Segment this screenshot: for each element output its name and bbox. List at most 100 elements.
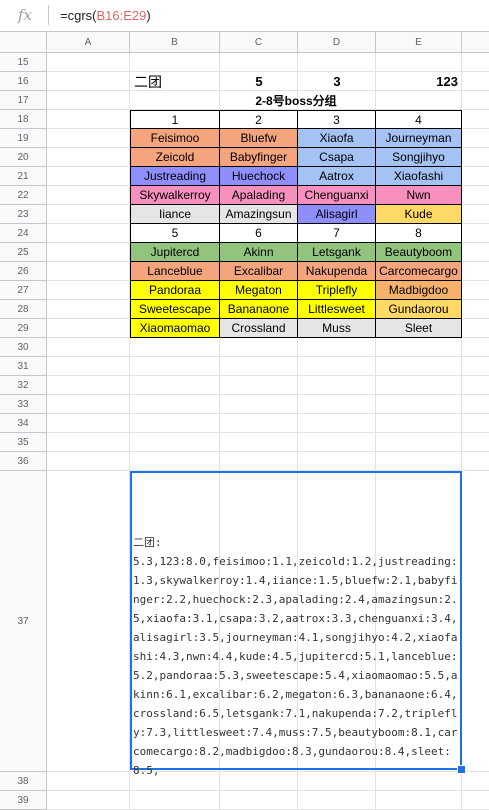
group-table-cell[interactable]: Triplefly xyxy=(298,281,376,300)
row-header-29[interactable]: 29 xyxy=(0,319,47,338)
select-all-corner[interactable] xyxy=(0,32,47,53)
group-table-cell[interactable]: Akinn xyxy=(220,243,298,262)
row-header-39[interactable]: 39 xyxy=(0,791,47,810)
formula-input[interactable]: =cgrs(B16:E29) xyxy=(60,8,151,23)
group-table-cell[interactable]: Crossland xyxy=(220,319,298,338)
group-table-cell[interactable]: 7 xyxy=(298,224,376,243)
selected-cell-b37[interactable] xyxy=(130,471,462,770)
group-table-cell[interactable]: 8 xyxy=(376,224,462,243)
row-header-22[interactable]: 22 xyxy=(0,186,47,205)
column-header-e[interactable]: E xyxy=(376,32,462,53)
row-header-19[interactable]: 19 xyxy=(0,129,47,148)
row-header-36[interactable]: 36 xyxy=(0,452,47,471)
group-table-cell[interactable]: Zeicold xyxy=(130,148,220,167)
group-table-cell[interactable]: Iiance xyxy=(130,205,220,224)
group-table-cell[interactable]: Gundaorou xyxy=(376,300,462,319)
group-table-cell[interactable]: Journeyman xyxy=(376,129,462,148)
group-table-cell[interactable]: 6 xyxy=(220,224,298,243)
group-table-cell[interactable]: 5 xyxy=(130,224,220,243)
row-header-35[interactable]: 35 xyxy=(0,433,47,452)
group-table-cell[interactable]: Sleet xyxy=(376,319,462,338)
group-table-cell[interactable]: 3 xyxy=(298,110,376,129)
gridline xyxy=(297,53,298,810)
gridline xyxy=(47,470,489,471)
group-table-cell[interactable]: 4 xyxy=(376,110,462,129)
group-table-cell[interactable]: Megaton xyxy=(220,281,298,300)
gridline xyxy=(47,394,489,395)
group-table-cell[interactable]: Amazingsun xyxy=(220,205,298,224)
group-table-cell[interactable]: Nakupenda xyxy=(298,262,376,281)
group-table-cell[interactable]: Justreading xyxy=(130,167,220,186)
row-header-32[interactable]: 32 xyxy=(0,376,47,395)
row-header-17[interactable]: 17 xyxy=(0,91,47,110)
boss-group-title[interactable]: 2-8号boss分组 xyxy=(255,94,337,108)
group-table-cell[interactable]: Kude xyxy=(376,205,462,224)
gridline xyxy=(47,790,489,791)
group-table-cell[interactable]: Alisagirl xyxy=(298,205,376,224)
row-header-31[interactable]: 31 xyxy=(0,357,47,376)
group-table-cell[interactable]: Csapa xyxy=(298,148,376,167)
row-header-26[interactable]: 26 xyxy=(0,262,47,281)
cell-b16[interactable]: 二团 xyxy=(134,74,162,90)
row-header-30[interactable]: 30 xyxy=(0,338,47,357)
column-header-b[interactable]: B xyxy=(130,32,220,53)
cell-e16[interactable]: 123 xyxy=(436,74,458,89)
row-header-34[interactable]: 34 xyxy=(0,414,47,433)
group-table-cell[interactable]: Muss xyxy=(298,319,376,338)
column-header-f[interactable] xyxy=(462,32,489,53)
gridline xyxy=(47,71,489,72)
group-table-cell[interactable]: Sweetescape xyxy=(130,300,220,319)
gridline xyxy=(129,53,130,810)
row-header-37[interactable]: 37 xyxy=(0,471,47,772)
group-table-cell[interactable]: Lanceblue xyxy=(130,262,220,281)
column-header-a[interactable]: A xyxy=(47,32,130,53)
group-table-cell[interactable]: Aatrox xyxy=(298,167,376,186)
row-header-23[interactable]: 23 xyxy=(0,205,47,224)
formula-prefix: =cgrs( xyxy=(60,8,97,23)
row-header-21[interactable]: 21 xyxy=(0,167,47,186)
cell-c16[interactable]: 5 xyxy=(255,74,263,89)
group-table-cell[interactable]: Bananaone xyxy=(220,300,298,319)
column-header-c[interactable]: C xyxy=(220,32,298,53)
row-header-33[interactable]: 33 xyxy=(0,395,47,414)
group-table-cell[interactable]: Beautyboom xyxy=(376,243,462,262)
group-table-cell[interactable]: Nwn xyxy=(376,186,462,205)
row-header-16[interactable]: 16 xyxy=(0,72,47,91)
group-table-cell[interactable]: Xiaofashi xyxy=(376,167,462,186)
group-table-cell[interactable]: 1 xyxy=(130,110,220,129)
group-table-cell[interactable]: Jupitercd xyxy=(130,243,220,262)
group-table-cell[interactable]: Carcomecargo xyxy=(376,262,462,281)
group-table-cell[interactable]: Feisimoo xyxy=(130,129,220,148)
group-table-cell[interactable]: Skywalkerroy xyxy=(130,186,220,205)
row-header-27[interactable]: 27 xyxy=(0,281,47,300)
group-table-cell[interactable]: Bluefw xyxy=(220,129,298,148)
group-table-cell[interactable]: Songjihyo xyxy=(376,148,462,167)
gridline xyxy=(47,432,489,433)
group-table-cell[interactable]: Pandoraa xyxy=(130,281,220,300)
cell-d16[interactable]: 3 xyxy=(333,74,341,89)
row-header-15[interactable]: 15 xyxy=(0,53,47,72)
column-header-d[interactable]: D xyxy=(298,32,376,53)
group-table-cell[interactable]: Chenguanxi xyxy=(298,186,376,205)
group-table-cell[interactable]: Apalading xyxy=(220,186,298,205)
group-table-cell[interactable]: Xiaomaomao xyxy=(130,319,220,338)
fill-handle[interactable] xyxy=(457,765,466,774)
gridline xyxy=(47,413,489,414)
formula-range-ref: B16:E29 xyxy=(96,8,147,23)
group-table-cell[interactable]: Huechock xyxy=(220,167,298,186)
gridline xyxy=(375,53,376,810)
group-table-cell[interactable]: 2 xyxy=(220,110,298,129)
row-header-38[interactable]: 38 xyxy=(0,772,47,791)
group-table-cell[interactable]: Madbigdoo xyxy=(376,281,462,300)
row-header-24[interactable]: 24 xyxy=(0,224,47,243)
group-table-cell[interactable]: Babyfinger xyxy=(220,148,298,167)
group-table-cell[interactable]: Excalibar xyxy=(220,262,298,281)
row-header-20[interactable]: 20 xyxy=(0,148,47,167)
gridline xyxy=(47,90,489,91)
row-header-18[interactable]: 18 xyxy=(0,110,47,129)
group-table-cell[interactable]: Letsgank xyxy=(298,243,376,262)
group-table-cell[interactable]: Xiaofa xyxy=(298,129,376,148)
group-table-cell[interactable]: Littlesweet xyxy=(298,300,376,319)
row-header-28[interactable]: 28 xyxy=(0,300,47,319)
row-header-25[interactable]: 25 xyxy=(0,243,47,262)
